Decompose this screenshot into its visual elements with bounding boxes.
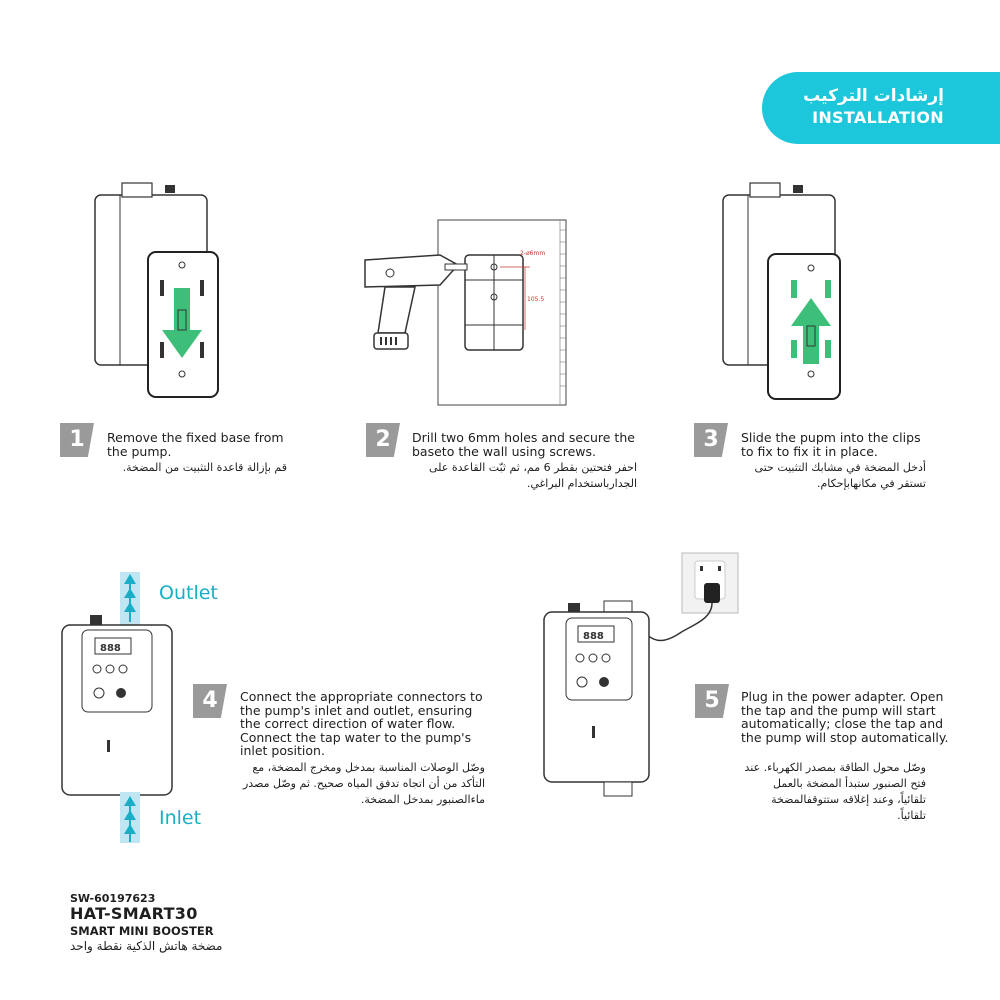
inlet-label: Inlet <box>159 807 202 829</box>
power-plug-icon <box>704 583 720 603</box>
step4-illustration: 888 <box>61 572 173 843</box>
product-name-en: SMART MINI BOOSTER <box>70 924 214 938</box>
step5-number-badge: 5 <box>695 684 729 718</box>
step1-text-en: Remove the fixed base from the pump. <box>107 430 284 459</box>
step2-number-badge: 2 <box>366 423 400 457</box>
installation-header-tab: إرشادات التركيب INSTALLATION <box>762 72 1000 144</box>
drill-spacing-label: 105.5 <box>527 296 544 303</box>
header-title-ar: إرشادات التركيب <box>803 86 944 106</box>
outlet-flow-arrows <box>124 574 136 622</box>
product-model: HAT-SMART30 <box>70 904 198 923</box>
step4-display-readout: 888 <box>100 643 121 654</box>
step1-illustration <box>94 182 219 398</box>
step5-text-ar: وصّل محول الطاقة بمصدر الكهرباء. عند فتح… <box>744 761 926 822</box>
step3-illustration <box>722 182 841 400</box>
step3-number-badge: 3 <box>694 423 728 457</box>
step4-number-badge: 4 <box>193 684 227 718</box>
step2-text-ar: احفر فتحتين بقطر 6 مم، ثم ثبّت القاعدة ع… <box>429 461 637 490</box>
step1-text-ar: قم بإزالة قاعدة التثبيت من المضخة. <box>122 461 287 474</box>
step2-illustration: 2-ø6mm 105.5 <box>364 219 567 406</box>
step3-text-en: Slide the pupm into the clips to fix to … <box>741 430 921 459</box>
outlet-label: Outlet <box>159 582 218 604</box>
product-sku: SW-60197623 <box>70 892 156 905</box>
step4-text-ar: وصّل الوصلات المناسبة بمدخل ومخرج المضخة… <box>243 761 485 806</box>
step5-display-readout: 888 <box>583 631 604 642</box>
step3-text-ar: أدخل المضخة في مشابك التثبيت حتى تستقر ف… <box>754 461 926 490</box>
down-arrow-icon <box>162 288 202 358</box>
step2-text-en: Drill two 6mm holes and secure the baset… <box>412 430 635 459</box>
step5-illustration: 888 <box>543 552 739 797</box>
up-arrow-icon <box>791 298 831 364</box>
header-title-en: INSTALLATION <box>812 108 944 127</box>
step1-number-badge: 1 <box>60 423 94 457</box>
step4-text-en: Connect the appropriate connectors to th… <box>240 689 483 758</box>
product-name-ar: مضخة هاتش الذكية نقطة واحد <box>70 939 223 953</box>
step5-text-en: Plug in the power adapter. Open the tap … <box>741 689 949 745</box>
inlet-flow-arrows <box>124 796 136 842</box>
drill-dimension-label: 2-ø6mm <box>520 250 545 257</box>
